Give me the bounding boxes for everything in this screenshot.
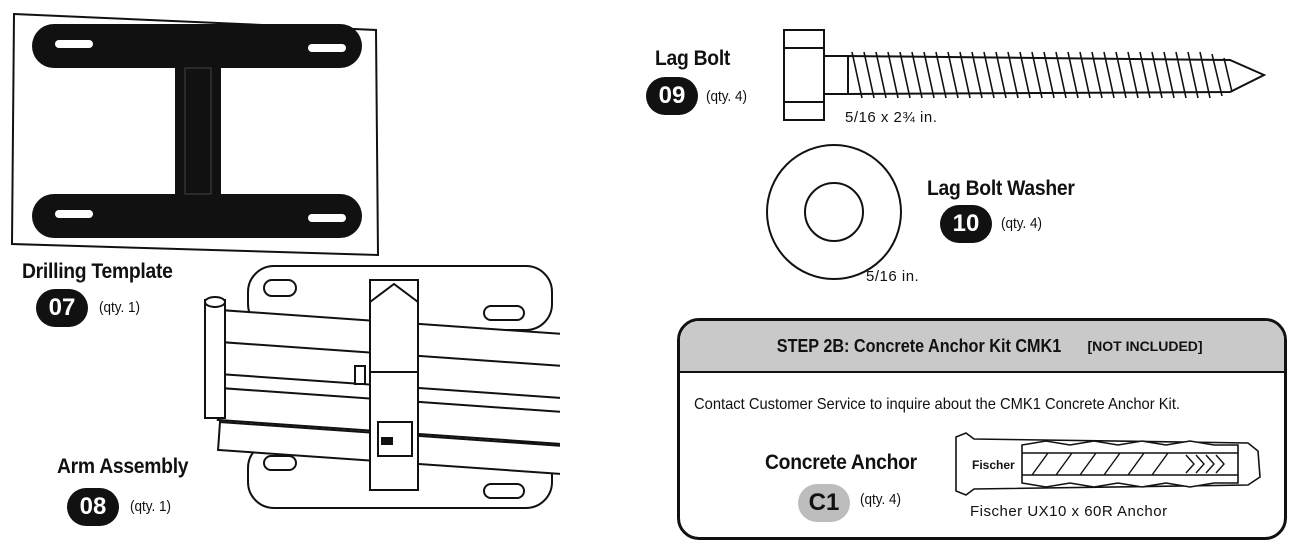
arm-assembly-qty: (qty. 1) [130,498,172,515]
lag-bolt-badge: 09 [646,77,698,115]
lag-bolt-washer-size: 5/16 in. [866,268,920,285]
drilling-template-badge: 07 [36,289,88,327]
lag-bolt-washer-qty: (qty. 4) [1001,215,1043,232]
lag-bolt-illustration [783,29,1267,121]
step-2b-instructions: Contact Customer Service to inquire abou… [694,396,1181,413]
concrete-anchor-brand: Fischer [972,458,1015,472]
step-2b-header: STEP 2B: Concrete Anchor Kit CMK1 [NOT I… [680,321,1284,373]
drilling-template-label: Drilling Template [22,260,173,283]
lag-bolt-qty: (qty. 4) [706,88,748,105]
step-2b-title: STEP 2B: Concrete Anchor Kit CMK1 [777,335,1062,356]
lag-bolt-size: 5/16 x 2¾ in. [845,109,938,126]
arm-assembly-illustration [204,265,560,509]
concrete-anchor-label: Concrete Anchor [765,451,917,474]
concrete-anchor-badge: C1 [798,484,850,522]
concrete-anchor-caption: Fischer UX10 x 60R Anchor [970,503,1168,520]
lag-bolt-label: Lag Bolt [655,47,731,70]
drilling-template-qty: (qty. 1) [99,299,141,316]
lag-bolt-washer-label: Lag Bolt Washer [927,177,1075,200]
arm-assembly-label: Arm Assembly [57,455,189,478]
concrete-anchor-qty: (qty. 4) [860,491,902,508]
drilling-template-illustration [10,12,380,257]
concrete-anchor-illustration: Fischer [955,432,1261,496]
arm-assembly-badge: 08 [67,488,119,526]
step-2b-not-included: [NOT INCLUDED] [1087,338,1203,354]
lag-bolt-washer-illustration [766,144,902,280]
lag-bolt-washer-badge: 10 [940,205,992,243]
step-2b-panel: STEP 2B: Concrete Anchor Kit CMK1 [NOT I… [677,318,1287,540]
